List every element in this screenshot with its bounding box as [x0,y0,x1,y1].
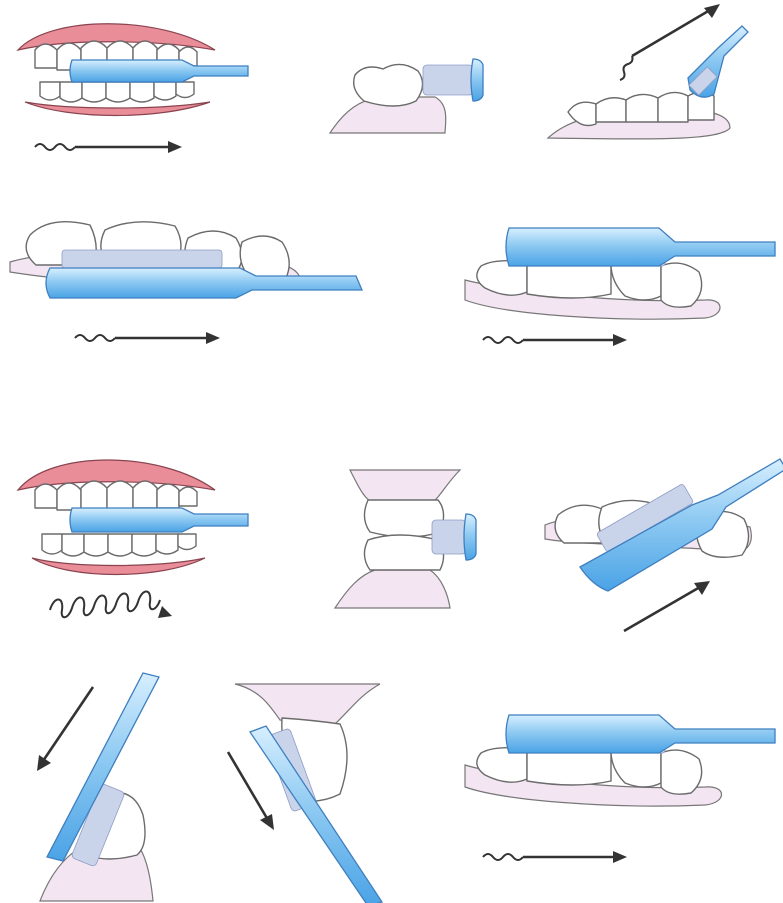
toothbrush-head [464,514,476,560]
panel-vertical-sweep-left [25,665,195,903]
lower-lip [25,102,210,116]
panel-side-section-circular [330,470,490,610]
arrow [37,687,93,771]
lower-teeth [40,82,194,102]
wavy-arrow [35,141,182,153]
bristles [423,65,473,95]
wavy-arrow [75,332,220,344]
upper-gum [350,470,460,504]
toothbrush [506,228,775,266]
toothbrush [506,715,775,753]
upper-teeth [35,481,197,510]
panel-occlusal-horizontal [465,220,783,360]
toothbrush [70,508,248,532]
panel-buccal-lower-horizontal [10,210,370,360]
gum [235,684,380,724]
wavy-arrow [483,334,627,346]
panel-side-section-horizontal [325,55,495,140]
wavy-arrow [483,851,627,863]
panel-front-circular [10,450,260,625]
panel-lingual-sweep [540,455,783,640]
lower-lip [32,558,205,575]
panel-occlusal-final [465,705,783,885]
toothbrush-head [471,59,483,101]
bristles [432,520,466,554]
lower-teeth [42,534,196,556]
arrow [624,581,710,631]
lower-teeth [568,92,714,126]
panel-lingual-diagonal [540,0,740,150]
panel-vertical-sweep-right [220,680,400,903]
molar [354,64,423,106]
bristles [62,250,222,268]
toothbrush [46,268,362,298]
arrow [228,752,274,830]
panel-front-horizontal [10,10,260,160]
spiral-arrow [50,592,172,619]
lower-gum [335,570,450,608]
toothbrush [70,60,248,82]
